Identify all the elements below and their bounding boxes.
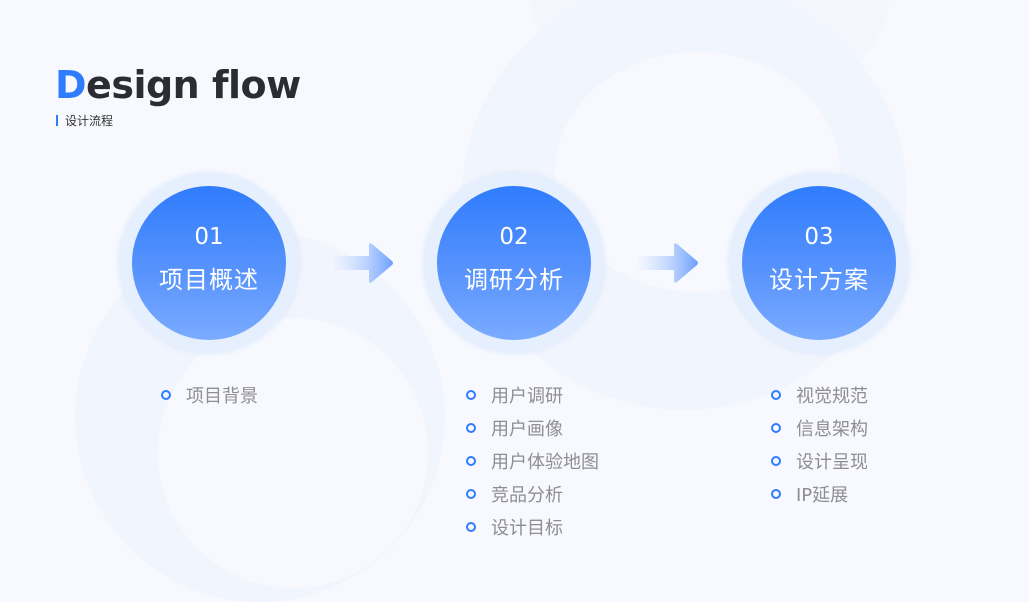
step-number: 01 xyxy=(194,224,224,250)
list-item: 设计目标 xyxy=(465,510,599,543)
step-circle: 01 项目概述 xyxy=(132,186,286,340)
list-item: 用户调研 xyxy=(465,378,599,411)
circle-outline-icon xyxy=(771,389,781,400)
list-item-text: 用户体验地图 xyxy=(491,451,599,473)
list-item-text: 视觉规范 xyxy=(796,385,868,407)
title-accent-letter: D xyxy=(55,63,87,107)
circle-outline-icon xyxy=(771,488,781,499)
subtitle-text: 设计流程 xyxy=(65,114,114,128)
step-number: 03 xyxy=(804,224,834,250)
list-item-text: 信息架构 xyxy=(796,418,868,440)
step-label: 调研分析 xyxy=(464,266,564,294)
list-item: 信息架构 xyxy=(770,411,868,444)
list-item: IP延展 xyxy=(770,477,868,510)
step-1-items: 项目背景 xyxy=(160,378,258,411)
subtitle-accent-bar xyxy=(56,115,58,126)
list-item-text: 用户画像 xyxy=(491,418,563,440)
step-label: 项目概述 xyxy=(159,266,259,294)
page-title: Design flow xyxy=(55,63,301,107)
step-3-items: 视觉规范 信息架构 设计呈现 IP延展 xyxy=(770,378,868,510)
step-2: 02 调研分析 xyxy=(424,173,604,353)
background-decor-ring-inner xyxy=(158,318,428,588)
list-item-text: 设计呈现 xyxy=(796,451,868,473)
list-item-text: 项目背景 xyxy=(186,385,258,407)
arrow-right-icon xyxy=(639,243,698,283)
step-3: 03 设计方案 xyxy=(729,173,909,353)
step-circle: 02 调研分析 xyxy=(437,186,591,340)
page-subtitle: 设计流程 xyxy=(56,112,113,129)
circle-outline-icon xyxy=(466,389,476,400)
circle-outline-icon xyxy=(771,422,781,433)
list-item-text: IP延展 xyxy=(796,484,849,506)
step-number: 02 xyxy=(499,224,529,250)
list-item: 竞品分析 xyxy=(465,477,599,510)
list-item: 项目背景 xyxy=(160,378,258,411)
circle-outline-icon xyxy=(466,455,476,466)
circle-outline-icon xyxy=(161,389,171,400)
circle-outline-icon xyxy=(466,488,476,499)
circle-outline-icon xyxy=(466,521,476,532)
step-circle: 03 设计方案 xyxy=(742,186,896,340)
step-label: 设计方案 xyxy=(769,266,869,294)
list-item: 设计呈现 xyxy=(770,444,868,477)
title-text: esign flow xyxy=(86,63,301,107)
arrow-right-icon xyxy=(334,243,393,283)
step-2-items: 用户调研 用户画像 用户体验地图 竞品分析 设计目标 xyxy=(465,378,599,543)
list-item: 视觉规范 xyxy=(770,378,868,411)
list-item-text: 设计目标 xyxy=(491,517,563,539)
list-item-text: 用户调研 xyxy=(491,385,563,407)
circle-outline-icon xyxy=(466,422,476,433)
list-item-text: 竞品分析 xyxy=(491,484,563,506)
circle-outline-icon xyxy=(771,455,781,466)
list-item: 用户画像 xyxy=(465,411,599,444)
list-item: 用户体验地图 xyxy=(465,444,599,477)
step-1: 01 项目概述 xyxy=(119,173,299,353)
